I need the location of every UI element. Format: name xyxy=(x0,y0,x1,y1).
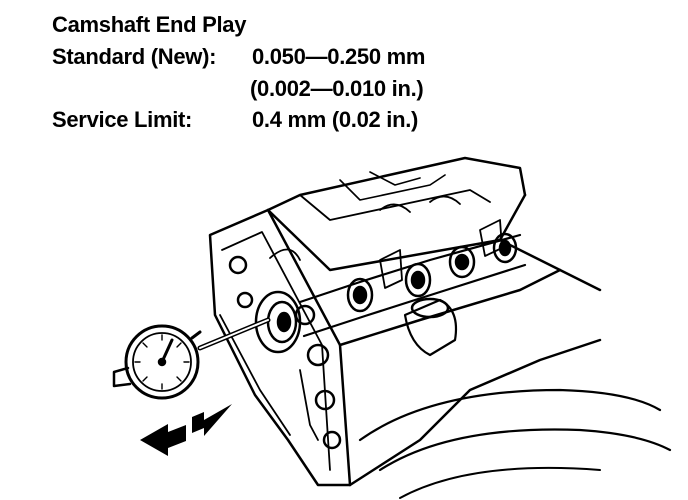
camshaft xyxy=(269,195,527,357)
cylinder-head-illustration xyxy=(112,156,672,499)
standard-label: Standard (New): xyxy=(52,44,217,69)
spec-title: Camshaft End Play xyxy=(52,12,247,37)
cylinder-head-body xyxy=(208,156,672,499)
specification-block: Camshaft End Play Standard (New): 0.050—… xyxy=(0,0,688,140)
service-limit-label: Service Limit: xyxy=(52,107,193,132)
double-arrow-icon xyxy=(140,404,232,456)
standard-value-metric: 0.050—0.250 mm xyxy=(252,44,426,69)
service-limit-value: 0.4 mm (0.02 in.) xyxy=(252,107,419,132)
dial-indicator xyxy=(112,317,271,400)
standard-value-imperial: (0.002—0.010 in.) xyxy=(250,76,424,101)
